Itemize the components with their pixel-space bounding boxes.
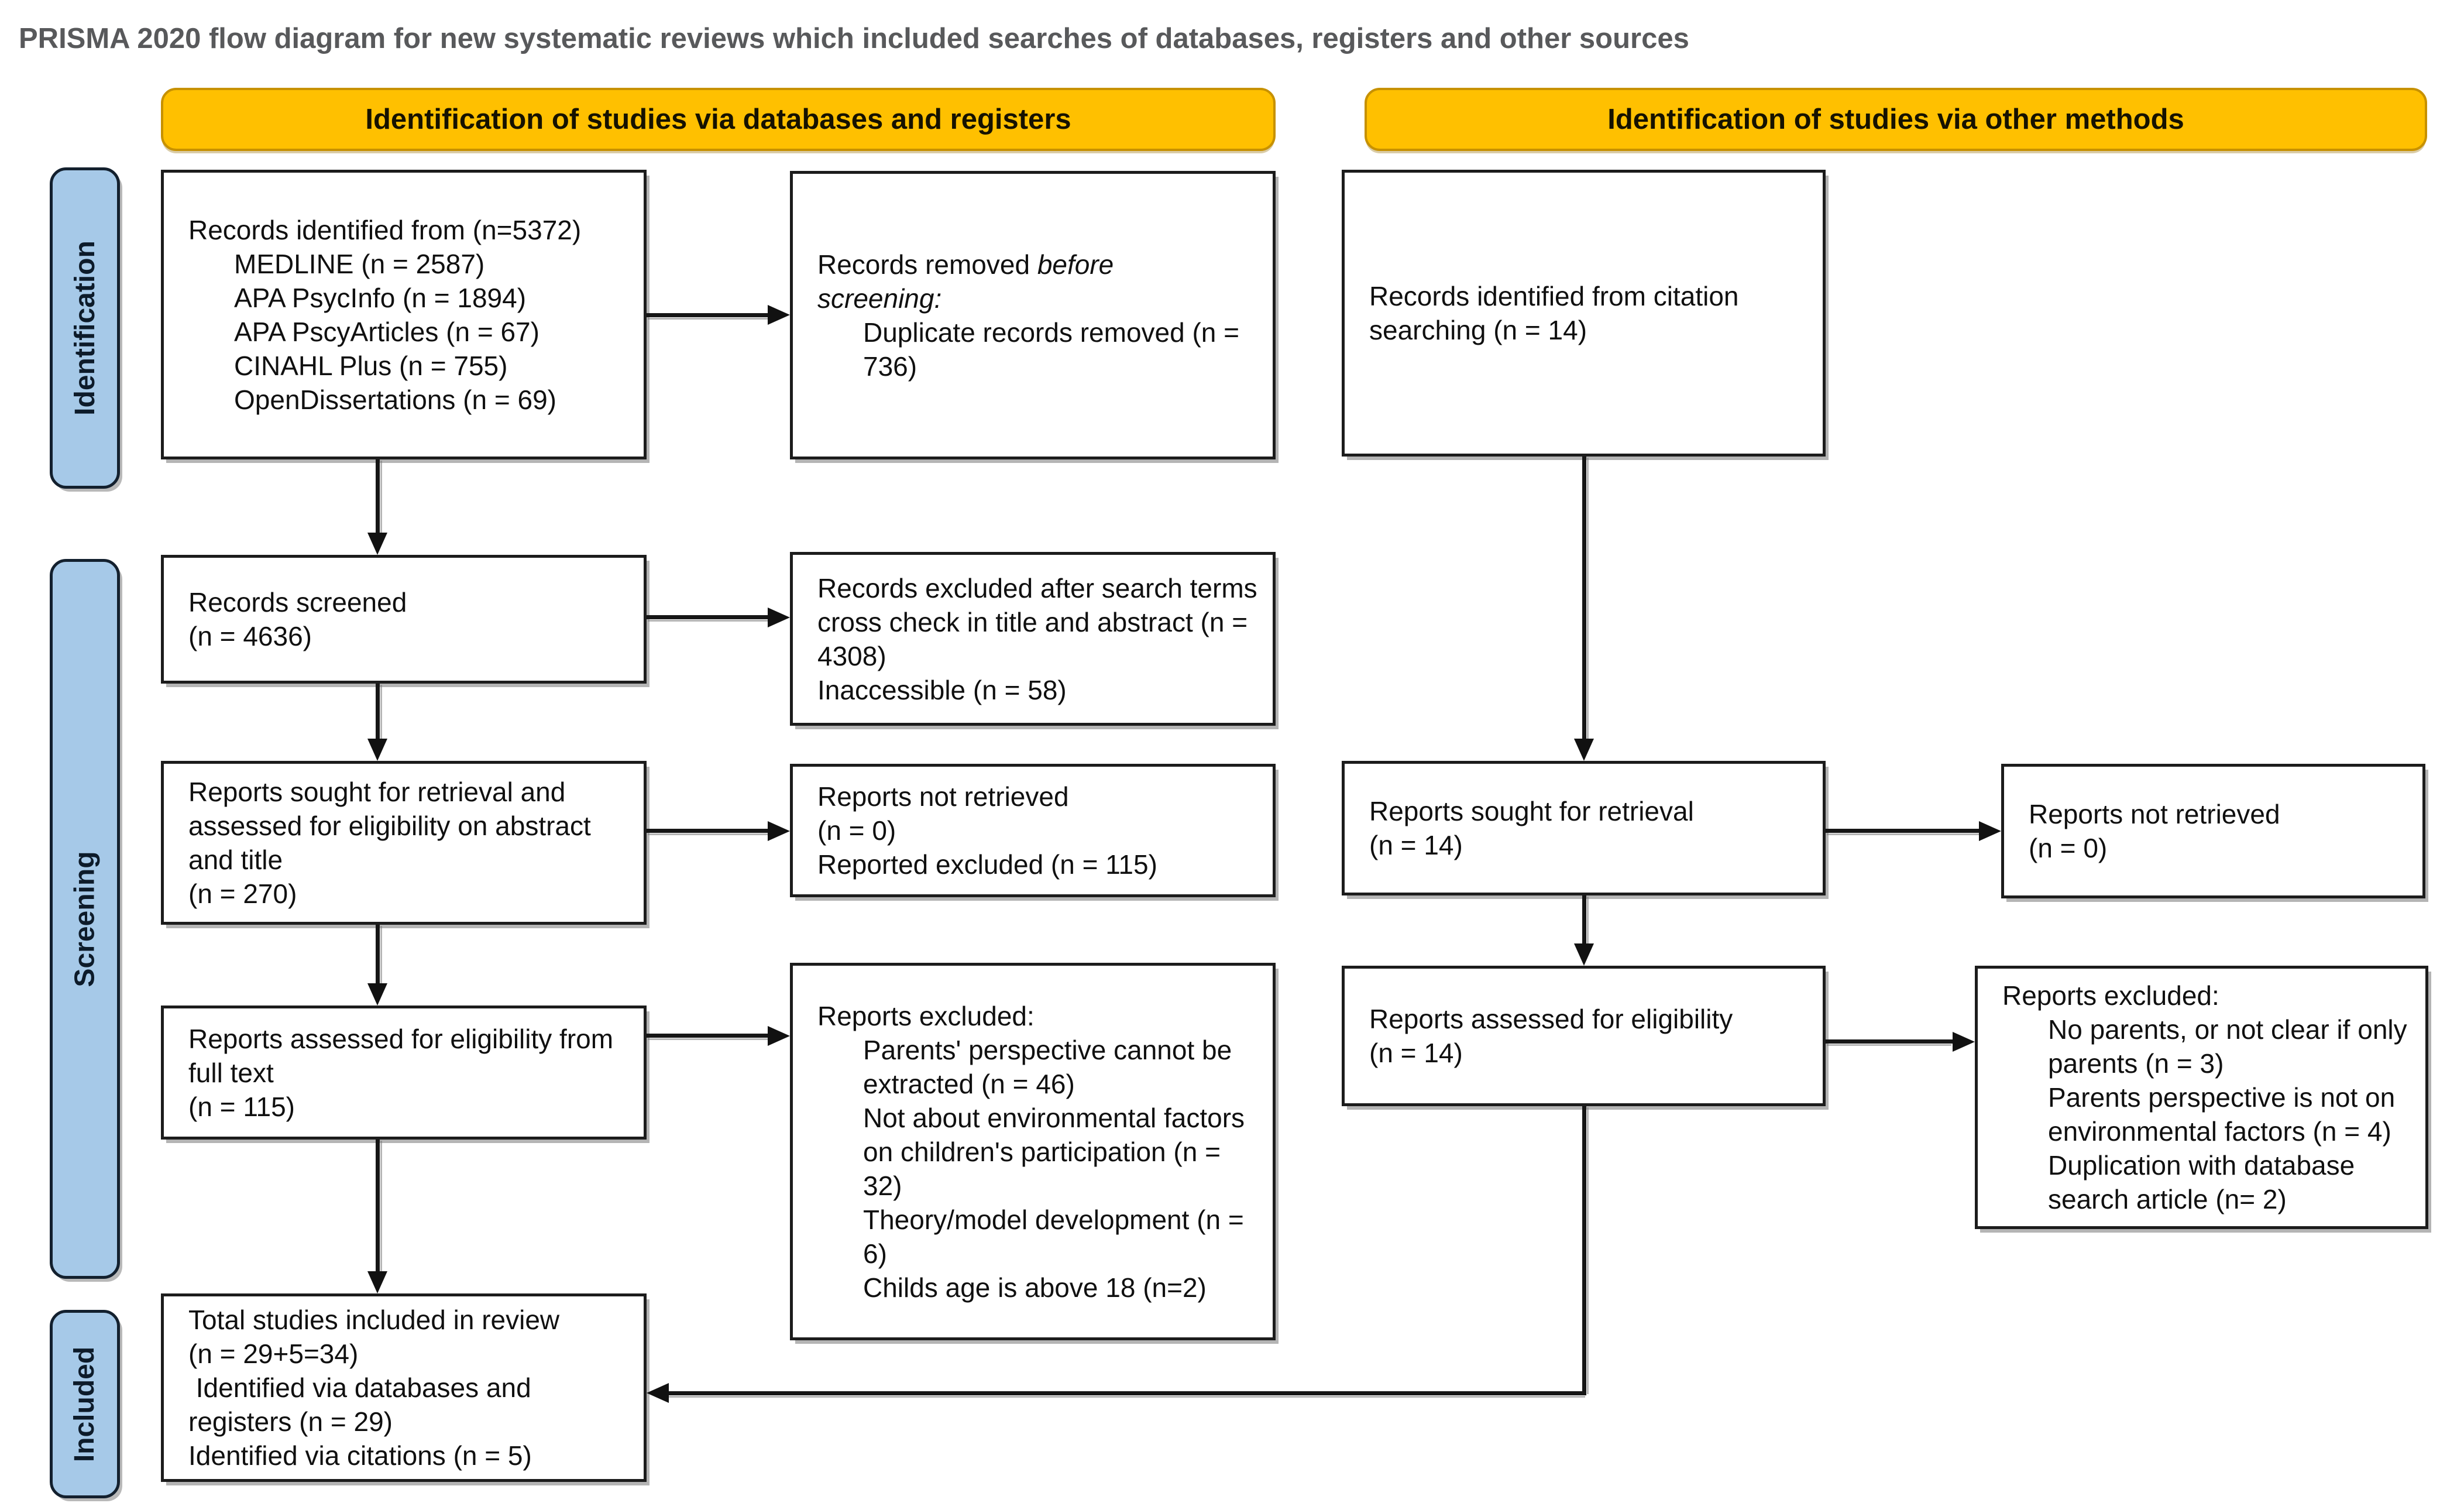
box-text: Identified via citations (n = 5) [188,1440,532,1471]
box-text: (n = 0) [2029,833,2108,863]
stage-label-included-text: Included [69,1346,101,1462]
box-text: APA PscyArticles (n = 67) [234,316,539,347]
arrowhead-identified-to-removed [768,305,790,325]
arrow-assessed-to-excluded-other [1826,1039,1953,1044]
box-text: Total studies included in review [188,1305,560,1335]
arrow-sought-to-notretrieved-other [1826,829,1980,833]
box-text: screening: [817,283,942,314]
box-text: (n = 0) [817,815,896,846]
box-text: (n = 14) [1369,1038,1463,1068]
box-reports-assessed-db: Reports assessed for eligibility from fu… [161,1006,647,1140]
box-records-removed: Records removed before screening: Duplic… [790,171,1276,459]
page-title: PRISMA 2020 flow diagram for new systema… [19,23,1689,54]
arrowhead-screened-to-sought [367,739,387,761]
box-reports-not-retrieved-db: Reports not retrieved (n = 0) Reported e… [790,764,1276,897]
arrowhead-identified-to-screened [367,533,387,555]
box-text: (n = 4636) [188,621,312,651]
box-records-identified: Records identified from (n=5372) MEDLINE… [161,170,647,459]
box-text: Reports sought for retrieval and assesse… [188,777,599,875]
box-reports-sought-db: Reports sought for retrieval and assesse… [161,761,647,925]
box-text: CINAHL Plus (n = 755) [234,350,508,381]
box-reports-sought-other: Reports sought for retrieval (n = 14) [1342,761,1826,895]
box-text: Records screened [188,587,407,617]
arrowhead-sought-to-assessed-other [1574,943,1594,966]
box-reports-assessed-other: Reports assessed for eligibility (n = 14… [1342,966,1826,1106]
box-text: Records removed before [817,249,1114,280]
stage-label-identification: Identification [50,167,120,489]
box-records-excluded-search: Records excluded after search terms cros… [790,552,1276,726]
arrowhead-assessed-to-excluded-other [1953,1032,1975,1052]
box-text: APA PsycInfo (n = 1894) [234,282,527,313]
box-text: Childs age is above 18 (n=2) [863,1272,1207,1303]
arrow-assessed-to-excluded-db [647,1034,769,1038]
arrowhead-sought-to-notretrieved-db [768,821,790,841]
box-reports-excluded-db: Reports excluded: Parents' perspective c… [790,963,1276,1340]
arrow-identified-to-screened [376,459,380,536]
stage-label-identification-text: Identification [69,241,101,416]
arrowhead-assessed-to-excluded-db [768,1026,790,1046]
box-text: Not about environmental factors on child… [863,1102,1252,1201]
box-text: Reports assessed for eligibility [1369,1004,1733,1034]
arrowhead-assessed-to-total [367,1271,387,1293]
box-reports-not-retrieved-other: Reports not retrieved (n = 0) [2001,764,2425,898]
box-text: OpenDissertations (n = 69) [234,384,556,415]
box-text: No parents, or not clear if only parents… [2048,1014,2415,1079]
connector-other-to-total-vertical [1582,1106,1586,1395]
arrowhead-citation-to-sought [1574,739,1594,761]
box-text: Reports not retrieved [817,781,1069,812]
stage-label-screening-text: Screening [69,850,101,987]
box-text: Reports sought for retrieval [1369,796,1694,826]
arrow-sought-to-assessed-db [376,925,380,986]
box-text: Records excluded after search terms cros… [817,572,1265,671]
banner-databases-registers: Identification of studies via databases … [161,88,1276,151]
arrowhead-sought-to-notretrieved-other [1979,821,2001,841]
arrowhead-screened-to-excluded [768,608,790,627]
box-text: MEDLINE (n = 2587) [234,248,485,279]
stage-label-screening: Screening [50,559,120,1279]
arrowhead-sought-to-assessed-db [367,983,387,1006]
stage-label-included: Included [50,1310,120,1498]
box-records-screened: Records screened (n = 4636) [161,555,647,684]
box-text: Reports excluded: [817,1000,1035,1031]
box-text: (n = 270) [188,879,297,909]
arrow-citation-to-sought [1582,457,1586,741]
box-text: Records identified from (n=5372) [188,214,582,245]
box-reports-excluded-other: Reports excluded: No parents, or not cle… [1975,966,2428,1229]
box-text: Theory/model development (n = 6) [863,1204,1252,1269]
box-total-included: Total studies included in review (n = 29… [161,1293,647,1482]
box-text: Parents' perspective cannot be extracted… [863,1034,1239,1099]
box-text: (n = 29+5=34) [188,1339,359,1369]
box-text: Reports excluded: [2002,980,2219,1011]
box-citation-identified: Records identified from citation searchi… [1342,170,1826,457]
box-text: Identified via databases and registers (… [188,1372,539,1437]
box-text: Duplication with database search article… [2048,1150,2362,1214]
connector-other-to-total-horizontal [668,1391,1586,1395]
box-text: Duplicate records removed (n = 736) [863,317,1247,382]
arrowhead-other-to-total [647,1383,669,1403]
arrow-screened-to-sought [376,684,380,741]
arrow-sought-to-notretrieved-db [647,829,769,833]
box-text: Parents perspective is not on environmen… [2048,1082,2403,1147]
box-text: (n = 14) [1369,830,1463,860]
box-text: Reported excluded (n = 115) [817,849,1157,880]
arrow-assessed-to-total [376,1140,380,1274]
box-text: Records identified from citation searchi… [1369,281,1747,345]
arrow-sought-to-assessed-other [1582,895,1586,946]
banner-other-methods: Identification of studies via other meth… [1365,88,2427,151]
arrow-screened-to-excluded [647,615,769,619]
box-text: Reports not retrieved [2029,799,2280,829]
box-text: Reports assessed for eligibility from fu… [188,1023,621,1088]
box-text: Inaccessible (n = 58) [817,674,1067,705]
arrow-identified-to-removed [647,313,769,317]
box-text: (n = 115) [188,1091,295,1122]
